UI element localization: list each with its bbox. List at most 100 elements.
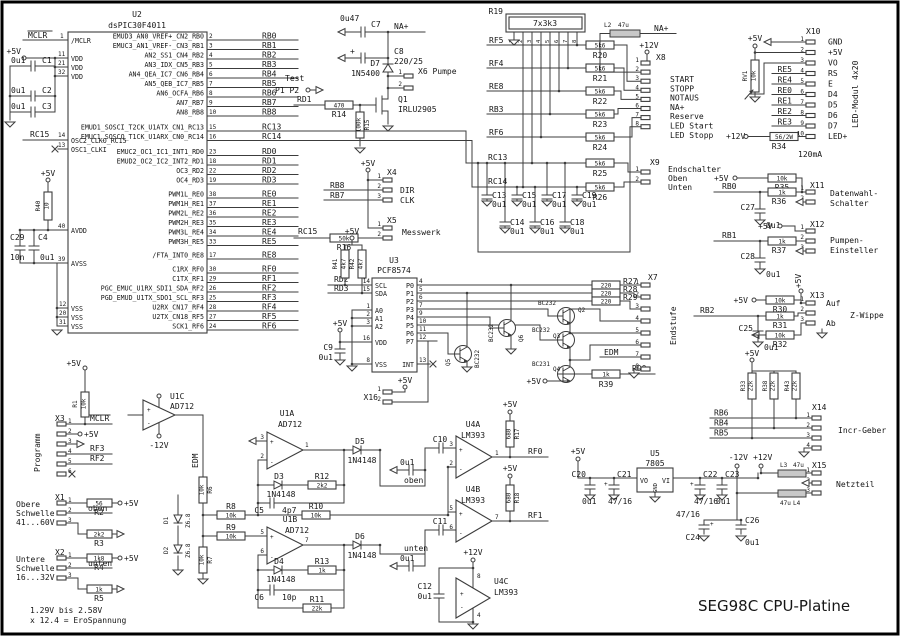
ref-label: Q2 [578, 307, 586, 314]
conn-row: 7 RE1 D5 [771, 97, 838, 110]
val-label: IRLU2905 [398, 105, 437, 114]
net-label: RB3 [489, 105, 504, 114]
power-label: +5V [41, 169, 56, 178]
val-label: 10p [282, 593, 297, 602]
pin-num: 2 [635, 291, 639, 298]
conn-pin-label: Reserve [670, 112, 704, 121]
u3-pin: 9P4 [406, 310, 438, 322]
conn-pin-label: D7 [828, 122, 838, 131]
pin-num: 3 [635, 75, 639, 82]
pin-name: PWM1L_RE0 [168, 191, 204, 199]
val-label: 220 [601, 291, 612, 298]
net-label: oben [404, 476, 423, 485]
val-label: 0u1 [582, 497, 597, 506]
power-label: +5V [745, 349, 760, 358]
pin-num: 35 [209, 220, 217, 227]
val-label: BC232 [538, 300, 556, 307]
net-label: RB1 [722, 231, 737, 240]
u3-pin: 1A0 [351, 303, 383, 315]
pin-num: 6 [260, 548, 264, 555]
part-label: LM393 [461, 431, 485, 440]
ref-label: U2 [132, 10, 142, 19]
ref-label: C9 [323, 343, 333, 352]
rn-pin: 2 [518, 31, 524, 43]
val-label: 5k6 [595, 135, 606, 142]
pin-num: 1 [635, 279, 639, 286]
val-label: 220 [601, 283, 612, 290]
conn-label: Netzteil [836, 480, 875, 489]
pin-num: 13 [58, 142, 66, 149]
ref-label: R33 [740, 380, 747, 391]
val-label: 47/16 [694, 497, 718, 506]
val-label: 0u1 [492, 200, 507, 209]
ref-label: R22 [593, 97, 608, 106]
ref-label: C23 [725, 470, 740, 479]
net-label: RD1 [297, 95, 312, 104]
val-label: BC232 [474, 350, 481, 368]
pin-num: 1 [305, 442, 309, 449]
ref-label: R13 [315, 557, 330, 566]
ref-label: R10 [309, 502, 324, 511]
pin-name: A1 [375, 315, 383, 323]
conn-pad: 4 [635, 84, 651, 93]
conn-pin-label: NOTAUS [670, 94, 699, 103]
rn-pin: 7 [563, 31, 569, 43]
pin-name: PWM3H_RE5 [168, 238, 204, 246]
pin-num: 37 [209, 201, 217, 208]
ref-label: R32 [773, 340, 788, 349]
ref-label: R16 [337, 243, 352, 252]
pin-name: P6 [406, 330, 414, 338]
ref-label: C2 [42, 86, 52, 95]
conn-pad: 3 [635, 303, 651, 312]
note: 120mA [798, 150, 822, 159]
ref-label: R19 [489, 7, 504, 16]
pin-name: INT [402, 361, 414, 369]
u4c-comparator: +12V C12 0u1 +- 8 4 U4C LM393 [418, 548, 518, 630]
pin-num: 11 [58, 51, 66, 58]
ref-label: R34 [772, 142, 787, 151]
note: x 12.4 = EroSpannung [30, 616, 127, 625]
pin-name: AN8_RB8 [176, 109, 204, 117]
ref-label: R15 [364, 119, 371, 130]
pin-name: VO [640, 477, 648, 485]
pin-num: 2 [449, 460, 453, 467]
pin-name: VSS [71, 323, 83, 331]
u1a-opamp: 10k R6 10k R7 U1A AD712 +- 3 2 1 D3 1N41… [197, 409, 449, 585]
pin-name: P7 [406, 338, 414, 346]
ref-label: C29 [10, 233, 25, 242]
conn-pin-label: NOTAUS [670, 94, 699, 103]
conn-row: 1 GND [771, 36, 843, 47]
u3-pin: 4P0 [406, 278, 438, 290]
pin-name: EMUC1_SOSCO_T1CK_U1ARX_CN0_RC14 [81, 133, 204, 141]
ref-label: R11 [310, 595, 325, 604]
net-label: RF2 [262, 284, 277, 293]
pin-num: 10 [419, 318, 427, 325]
pin-name: U2TX_CN18_RF5 [152, 313, 204, 321]
pin-num: 4 [209, 52, 213, 59]
pin-num: 4 [536, 39, 542, 43]
pin-num: 7 [800, 99, 804, 106]
power-label: +5V [571, 447, 586, 456]
pin-name: PGD_EMUD_U1TX_SDO1_SCL_RF3 [101, 294, 204, 302]
net-label: Test [285, 74, 304, 83]
pin-name: SCK1_RF6 [172, 323, 204, 331]
pin-num: 33 [209, 239, 217, 246]
conn-label: Incr-Geber [838, 426, 886, 435]
ref-label: L4 [793, 500, 801, 507]
ref-label: D6 [355, 532, 365, 541]
